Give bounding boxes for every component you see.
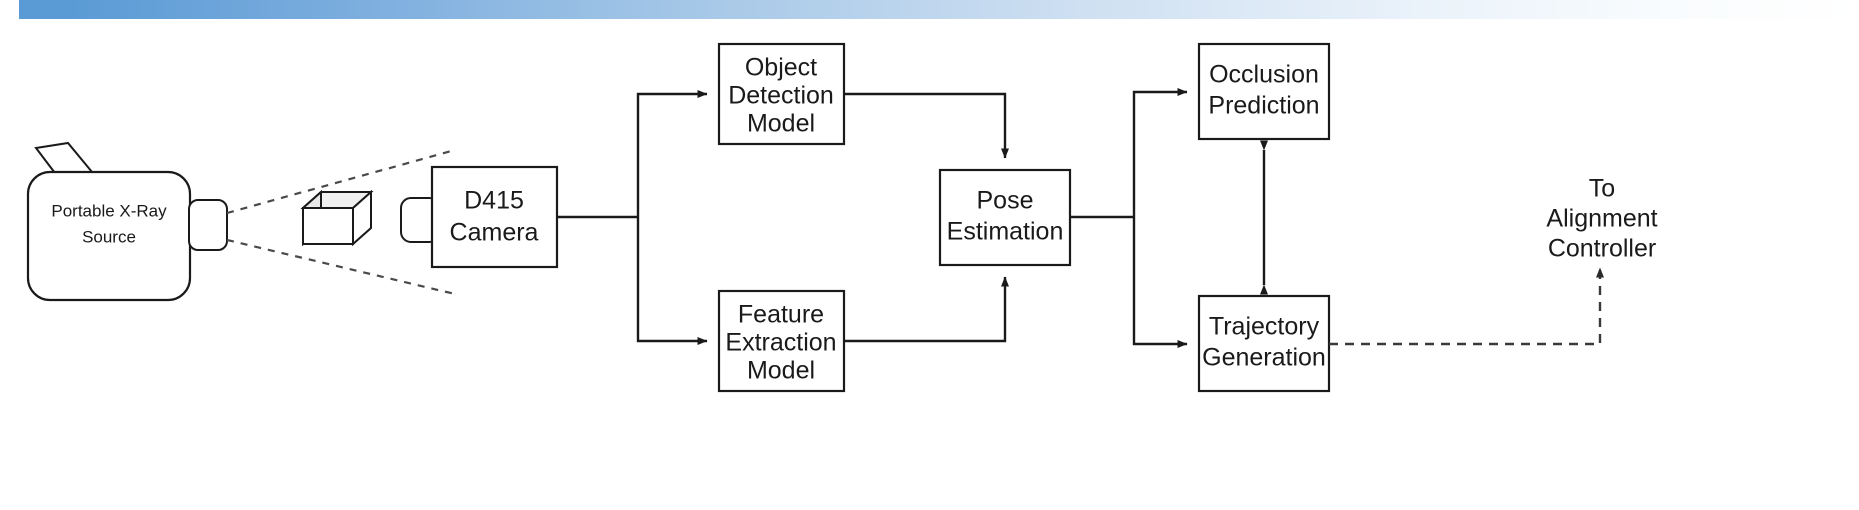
xray-beam-upper-ray	[226, 148, 456, 215]
xray-source-label-line2: Source	[82, 227, 136, 246]
alignment-controller-label-line3: Controller	[1548, 235, 1656, 263]
object-detection-label-line1: Object	[745, 54, 817, 82]
trajectory-generation-node[interactable]: Trajectory Generation	[1197, 294, 1331, 393]
feature-extraction-label-line3: Model	[747, 357, 815, 385]
trajectory-generation-label-line2: Generation	[1202, 344, 1326, 372]
trajectory-generation-label-line1: Trajectory	[1209, 313, 1320, 341]
trajectory-generation-box	[1197, 294, 1331, 393]
object-detection-label-line2: Detection	[728, 82, 834, 110]
models-to-pose-connectors	[844, 92, 1009, 343]
edge-feature-extraction-to-pose	[844, 276, 1009, 343]
pose-estimation-box	[938, 168, 1072, 267]
occlusion-prediction-box	[1197, 42, 1331, 141]
pose-estimation-label-line1: Pose	[977, 187, 1034, 215]
xray-beam-cone	[226, 148, 456, 296]
pose-to-right-connectors	[1070, 88, 1188, 348]
d415-camera-node[interactable]: D415 Camera	[400, 165, 559, 269]
edge-camera-to-object-detection	[636, 90, 708, 217]
d415-camera-box	[430, 165, 559, 269]
d415-camera-label-line1: D415	[464, 187, 524, 215]
xray-collimator-icon	[188, 199, 228, 251]
edge-camera-to-feature-extraction	[636, 217, 708, 345]
phantom-cube-icon	[300, 189, 374, 247]
occlusion-prediction-label-line2: Prediction	[1208, 92, 1319, 120]
alignment-controller-label-line1: To	[1589, 175, 1615, 203]
edge-trajectory-to-alignment-controller	[1329, 267, 1604, 346]
edge-pose-to-trajectory-generation	[1132, 217, 1188, 348]
feature-extraction-model-node[interactable]: Feature Extraction Model	[717, 289, 846, 393]
feature-extraction-model-box	[717, 289, 846, 393]
xray-source-label-line1: Portable X-Ray	[51, 201, 167, 220]
camera-to-models-connectors	[557, 90, 708, 345]
d415-camera-label-line2: Camera	[450, 219, 539, 247]
feature-extraction-label-line2: Extraction	[725, 329, 836, 357]
alignment-controller-label-line2: Alignment	[1546, 205, 1657, 233]
feature-extraction-label-line1: Feature	[738, 301, 824, 329]
edge-pose-to-occlusion-prediction	[1132, 88, 1188, 217]
object-detection-model-node[interactable]: Object Detection Model	[717, 42, 846, 146]
pose-estimation-node[interactable]: Pose Estimation	[938, 168, 1072, 267]
edge-object-detection-to-pose	[844, 92, 1009, 159]
xray-beam-lower-ray	[226, 238, 456, 296]
occlusion-prediction-node[interactable]: Occlusion Prediction	[1197, 42, 1331, 141]
occlusion-prediction-label-line1: Occlusion	[1209, 61, 1319, 89]
decorative-gradient-bar	[19, 0, 1859, 19]
to-alignment-controller-label: To Alignment Controller	[1546, 175, 1657, 263]
pose-estimation-label-line2: Estimation	[947, 218, 1064, 246]
xray-source-node[interactable]: Portable X-Ray Source	[26, 141, 228, 302]
object-detection-label-line3: Model	[747, 110, 815, 138]
